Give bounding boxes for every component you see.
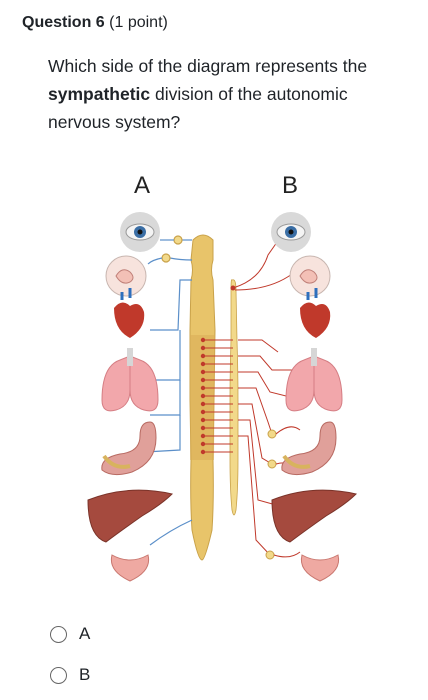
question-text: Which side of the diagram represents the… — [48, 56, 368, 132]
side-a-nerves — [144, 235, 193, 546]
salivary-gland-icon-b — [289, 255, 331, 297]
red-connector-lines — [205, 285, 236, 453]
eye-icon-a — [120, 212, 160, 252]
radio-button-a[interactable] — [50, 625, 67, 643]
eye-icon-b — [271, 212, 311, 252]
sympathetic-chain — [229, 279, 239, 516]
diagram-label-b: B — [282, 172, 298, 199]
diagram-label-a: A — [134, 172, 150, 199]
lungs-icon-a — [101, 348, 159, 412]
answer-option-a-label: A — [79, 624, 91, 643]
answer-option-b-label: B — [79, 665, 91, 684]
bladder-icon-b — [300, 554, 340, 582]
bladder-icon-a — [110, 554, 150, 582]
salivary-gland-icon-a — [105, 255, 147, 297]
liver-icon-a — [87, 489, 173, 543]
cord-red-dots — [200, 337, 206, 455]
answer-option-b[interactable]: B — [50, 665, 90, 685]
question-points: (1 point) — [109, 14, 168, 31]
autonomic-nervous-system-diagram: A B — [87, 172, 357, 582]
question-header: Question 6 (1 point) — [22, 14, 168, 32]
side-b-nerves — [232, 234, 301, 560]
liver-icon-b — [271, 489, 357, 543]
stomach-icon-a — [101, 421, 157, 476]
heart-icon-b — [300, 288, 331, 338]
heart-icon-a — [114, 288, 145, 338]
question-keyword: sympathetic — [48, 84, 151, 104]
radio-button-b[interactable] — [50, 666, 67, 684]
stomach-icon-b — [281, 421, 337, 476]
lungs-icon-b — [285, 348, 343, 412]
question-number: Question 6 — [22, 14, 105, 31]
answer-option-a[interactable]: A — [50, 624, 90, 644]
